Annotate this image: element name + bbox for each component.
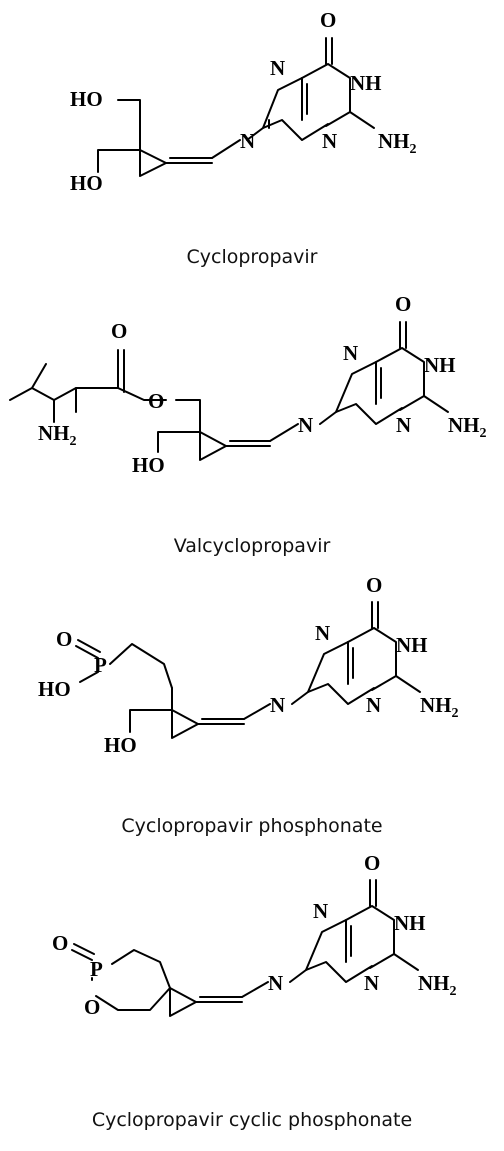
atom-label: NH (350, 71, 382, 95)
atom-label: N (322, 129, 337, 153)
atom-label: O (111, 319, 127, 343)
compound-name: Cyclopropavir phosphonate (121, 815, 382, 837)
atom-label: NH (424, 353, 456, 377)
atom-label: O (364, 851, 380, 875)
atom-label: NH2 (420, 693, 459, 721)
atom-label: N (240, 129, 255, 153)
atom-label: NH2 (418, 971, 457, 999)
atom-label: NH2 (38, 421, 77, 449)
structure-cyclopropavir: O N NH N N NH2 HO HO Cyclopropavir (70, 8, 417, 268)
atom-label: HO (132, 453, 165, 477)
atom-label: N (343, 341, 358, 365)
structure-valcyclopropavir: O O O N NH N N NH2 NH2 HO Valcyclopropav… (9, 292, 487, 557)
atom-label: NH2 (378, 129, 417, 157)
atom-label: O (320, 8, 336, 32)
atom-label: N (298, 413, 313, 437)
atom-label: O (366, 573, 382, 597)
compound-name: Valcyclopropavir (174, 535, 331, 557)
compound-name: Cyclopropavir cyclic phosphonate (92, 1109, 412, 1131)
atom-label: P (94, 653, 107, 677)
atom-label: O (148, 389, 164, 413)
atom-label: N (396, 413, 411, 437)
atom-label: N (268, 971, 283, 995)
atom-label: N (364, 971, 379, 995)
atom-label: HO (70, 171, 103, 195)
atom-label: HO (38, 677, 71, 701)
atom-label: NH2 (448, 413, 487, 441)
atom-label: O (56, 627, 72, 651)
atom-label: N (315, 621, 330, 645)
atom-label: P (90, 957, 103, 981)
atom-label: NH (394, 911, 426, 935)
atom-label: HO (104, 733, 137, 757)
atom-label: O (52, 931, 68, 955)
atom-label: HO (70, 87, 103, 111)
atom-label: N (313, 899, 328, 923)
structure-cyclopropavir-phosphonate: O O P HO N NH N N NH2 HO Cyclopropavir p… (38, 573, 459, 837)
atom-label: N (366, 693, 381, 717)
compound-name: Cyclopropavir (187, 246, 318, 268)
structure-cyclopropavir-cyclic-phosphonate: O O P O N NH N N NH2 Cyclopropavir cycli… (52, 851, 457, 1131)
atom-label: NH (396, 633, 428, 657)
atom-label: N (270, 56, 285, 80)
atom-label: N (270, 693, 285, 717)
atom-label: O (84, 995, 100, 1019)
atom-label: O (395, 292, 411, 316)
